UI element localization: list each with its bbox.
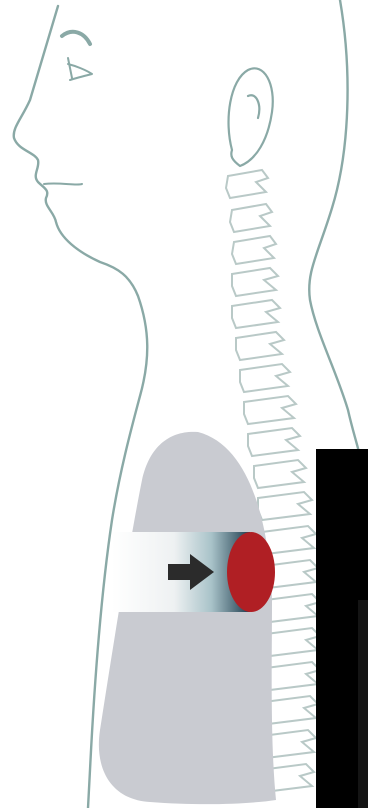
vertebra: [266, 628, 320, 656]
vertebra: [230, 204, 272, 232]
vertebra: [266, 594, 320, 622]
black-panel-inner: [358, 600, 368, 808]
vertebra: [232, 236, 276, 264]
eyebrow: [62, 32, 90, 44]
vertebra: [226, 170, 268, 198]
vertebra: [244, 396, 296, 424]
mouth-line: [44, 183, 82, 184]
eye: [68, 58, 92, 80]
vertebra: [240, 364, 290, 392]
vertebra: [232, 268, 278, 296]
ear: [229, 68, 273, 166]
back-outline: [309, 0, 360, 456]
vertebra: [254, 460, 306, 488]
vertebra: [248, 428, 300, 456]
vertebra: [232, 300, 280, 328]
vertebra: [236, 332, 284, 360]
tumor: [227, 532, 275, 612]
vertebra: [266, 662, 320, 690]
lung: [99, 432, 276, 804]
vertebra: [264, 696, 318, 724]
vertebra: [258, 492, 312, 520]
